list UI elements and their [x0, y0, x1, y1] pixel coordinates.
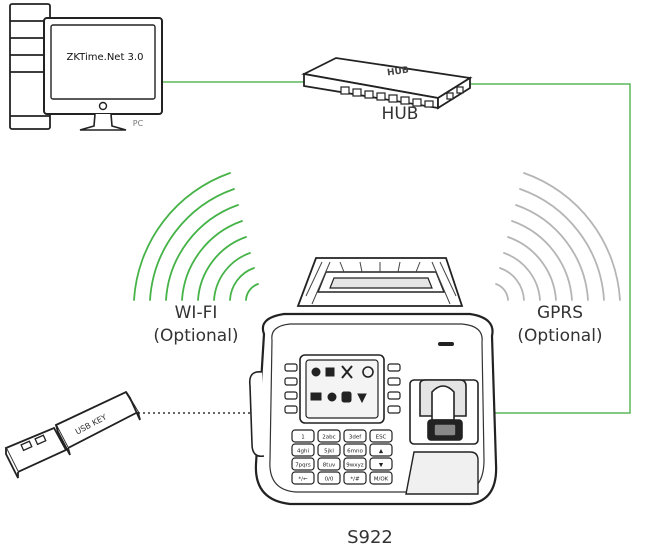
device-side-buttons	[284, 363, 401, 414]
wifi-label-line2: (Optional)	[153, 326, 239, 346]
network-links	[138, 81, 631, 414]
pc-tower	[9, 3, 51, 130]
usb-key	[4, 390, 141, 479]
keypad-key: 1	[291, 429, 315, 443]
keypad-key-label: 2abc	[322, 435, 335, 441]
keypad-key-label: ▼	[379, 463, 384, 469]
keypad-key-label: 4ghi	[297, 449, 309, 455]
gprs-label-line2: (Optional)	[517, 326, 603, 346]
keypad-key-label: ▲	[379, 449, 384, 455]
s922-device: 1 2abc 3def ESC 4ghi 5jkl 6mno ▲ 7pqrs 8tuv 9wxyz ▼…	[248, 257, 498, 506]
wifi-label: WI-FI (Optional)	[150, 302, 242, 348]
hub-ports	[340, 86, 464, 108]
keypad-key-label: 0/0	[325, 477, 334, 483]
device-display	[305, 359, 379, 419]
keypad-key-label: */←	[298, 477, 308, 483]
keypad-key: 5jkl	[317, 443, 341, 457]
keypad-key: 3def	[343, 429, 367, 443]
keypad-key: 0/0	[317, 471, 341, 485]
fingerprint-sensor	[409, 379, 479, 445]
keypad-key-label: 1	[301, 435, 305, 441]
keypad-key-label: 7pqrs	[295, 463, 311, 469]
device-label: S922	[347, 527, 393, 548]
gprs-label-line1: GPRS	[536, 303, 584, 323]
card-reader	[405, 451, 479, 495]
keypad-key: ESC	[369, 429, 393, 443]
keypad-key: ▼	[369, 457, 393, 471]
hub-device-link	[468, 83, 631, 414]
keypad: 1 2abc 3def ESC 4ghi 5jkl 6mno ▲ 7pqrs 8tuv 9wxyz ▼…	[291, 429, 393, 485]
keypad-key-label: 3def	[349, 435, 362, 441]
keypad-key-label: */#	[350, 477, 360, 483]
gprs-label: GPRS (Optional)	[510, 302, 610, 348]
keypad-key: ▲	[369, 443, 393, 457]
wifi-label-line1: WI-FI	[174, 303, 218, 323]
keypad-key-label: M/OK	[374, 477, 389, 483]
device-antenna	[296, 257, 464, 307]
wifi-waves	[133, 172, 259, 301]
keypad-key-label: 9wxyz	[346, 463, 364, 469]
display-icons	[310, 365, 374, 404]
pc-screen-text: ZKTime.Net 3.0	[66, 52, 144, 63]
keypad-key-label: 6mno	[347, 449, 363, 455]
keypad-key-label: ESC	[376, 435, 387, 441]
pc-monitor	[43, 17, 163, 131]
gprs-waves	[495, 172, 621, 301]
pc-label: PC	[132, 119, 144, 128]
hub-label: HUB	[381, 104, 419, 124]
keypad-key: M/OK	[369, 471, 393, 485]
keypad-key: */#	[343, 471, 367, 485]
keypad-key: 4ghi	[291, 443, 315, 457]
status-indicator	[438, 342, 454, 346]
keypad-key: 2abc	[317, 429, 341, 443]
keypad-key: 8tuv	[317, 457, 341, 471]
keypad-key: 7pqrs	[291, 457, 315, 471]
keypad-key: 6mno	[343, 443, 367, 457]
keypad-key-label: 5jkl	[324, 449, 334, 455]
keypad-key: */←	[291, 471, 315, 485]
keypad-key-label: 8tuv	[323, 463, 336, 469]
hub-device	[301, 57, 473, 110]
keypad-key: 9wxyz	[343, 457, 367, 471]
